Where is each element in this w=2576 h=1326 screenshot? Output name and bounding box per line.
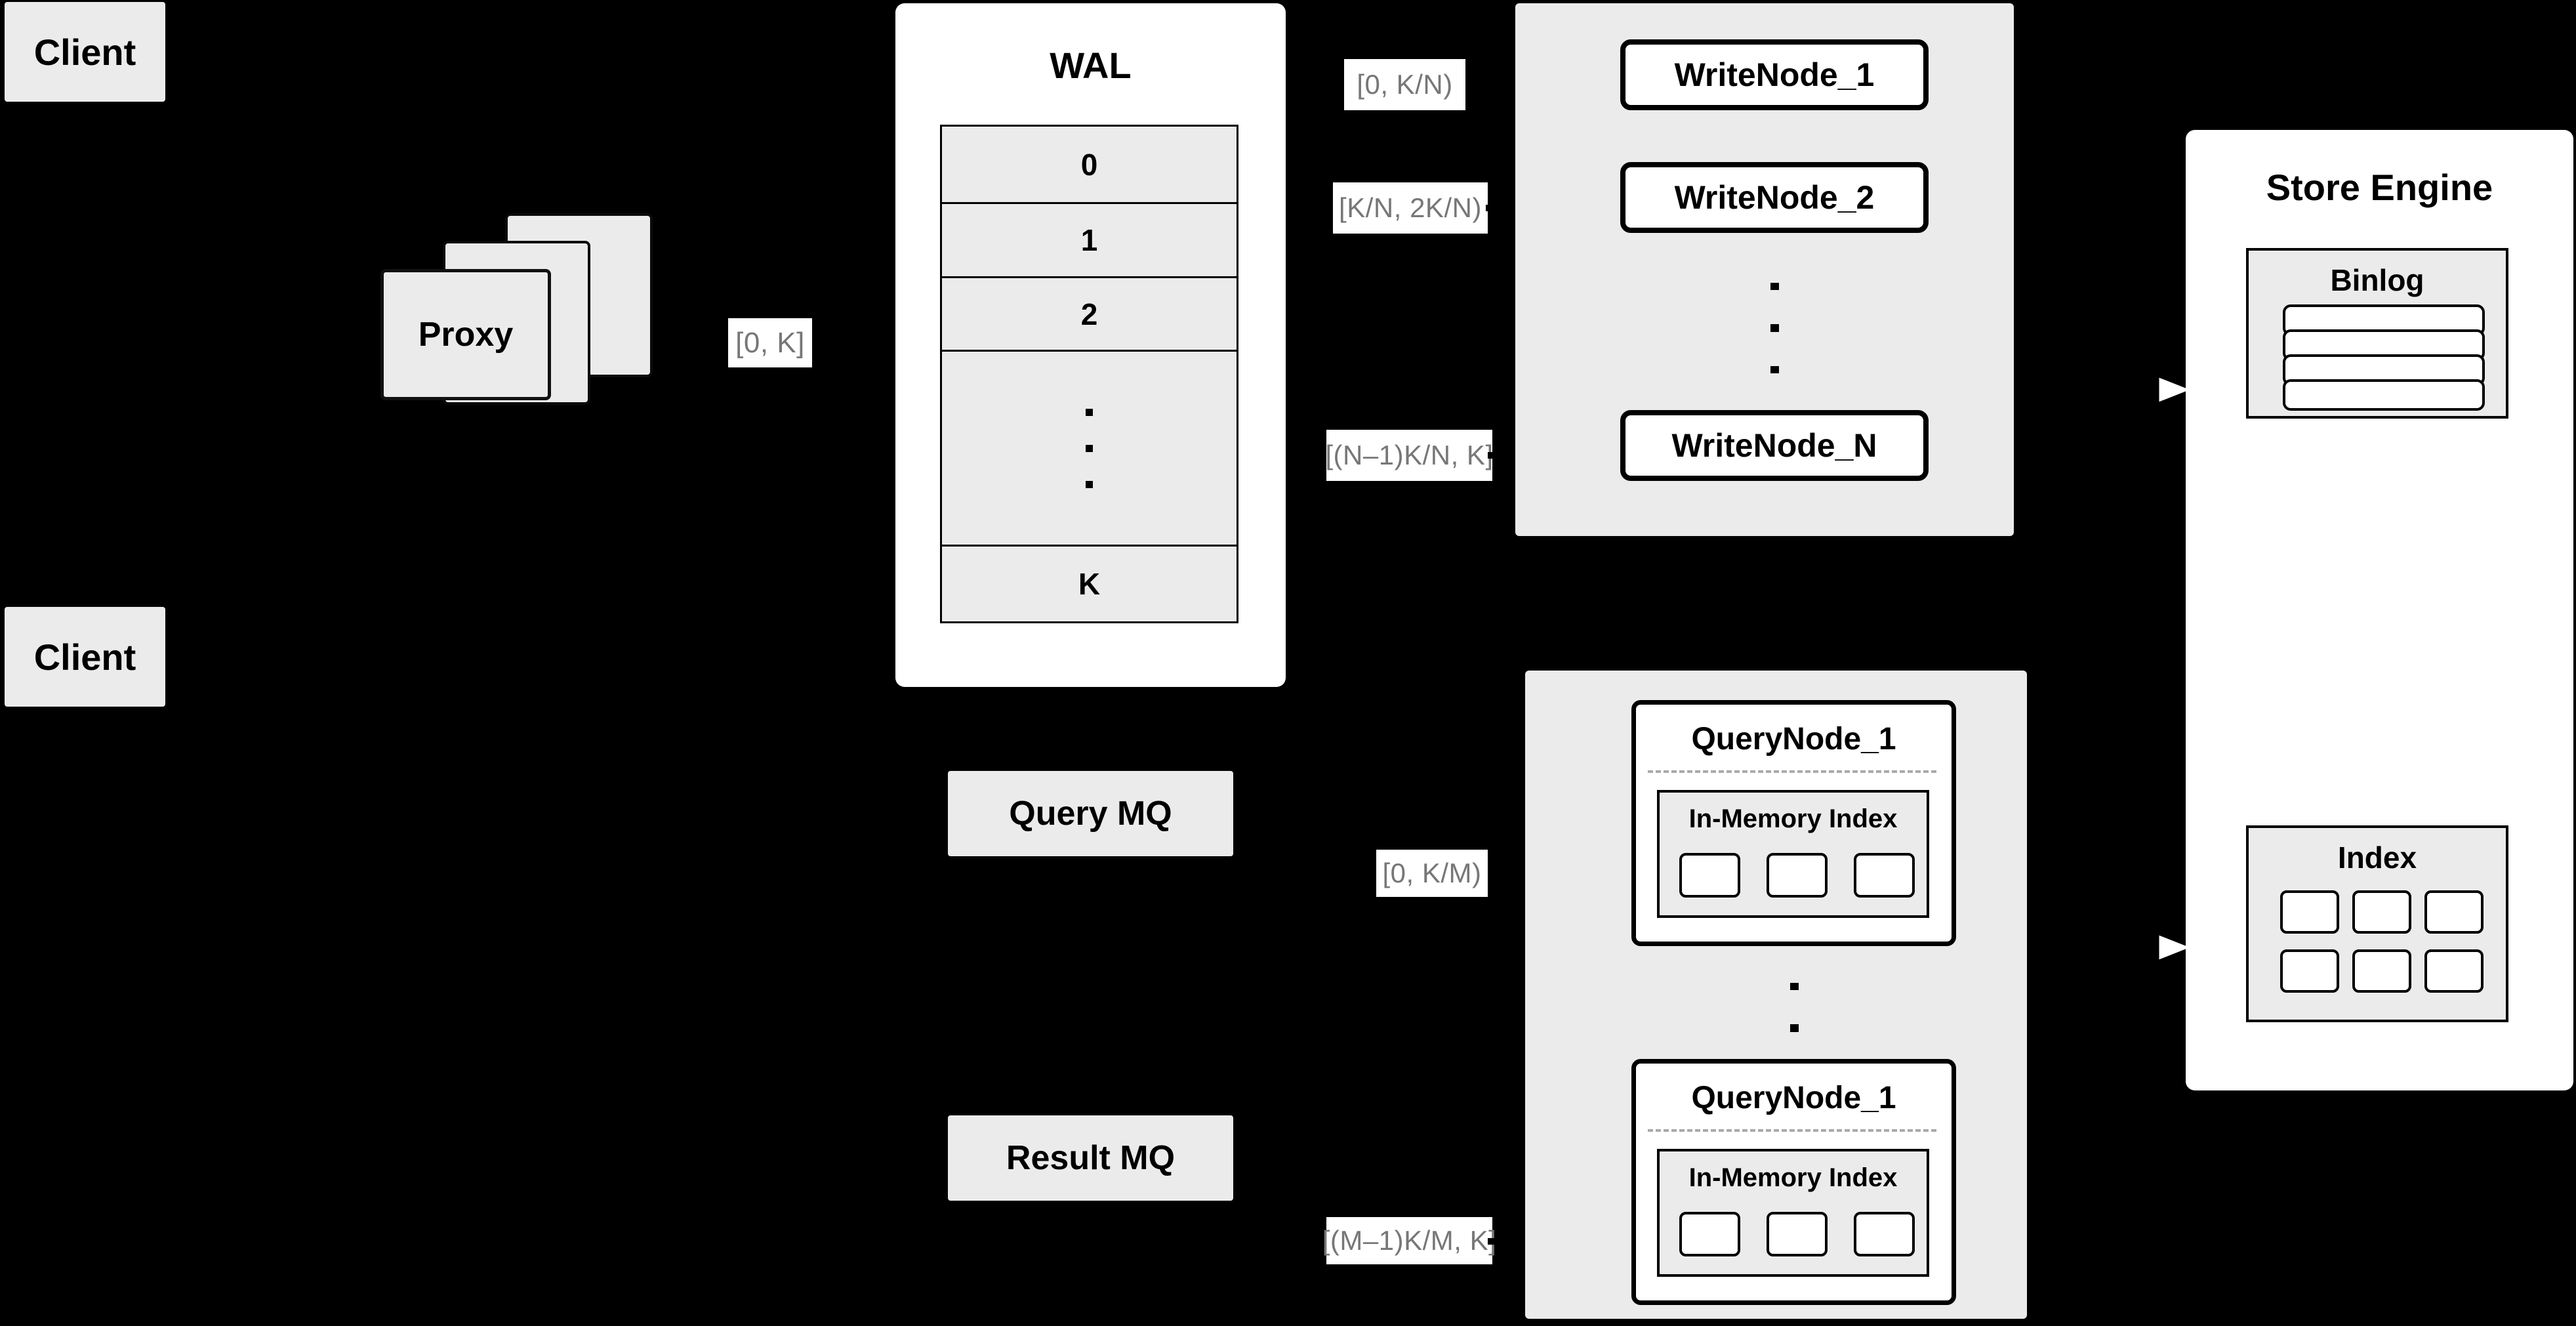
index-slot[interactable] [1854,853,1915,898]
index-slot[interactable] [2424,949,2484,993]
query-node-label: QueryNode_1 [1691,722,1896,756]
in-memory-index-m: In-Memory Index [1657,1149,1929,1277]
query-node-divider [1648,770,1936,773]
query-node-1[interactable]: QueryNode_1 In-Memory Index [1631,700,1956,946]
writenode-1-range-label: [0, K/N) [1344,59,1465,110]
result-mq-label: Result MQ [1006,1139,1176,1177]
binlog-box: Binlog [2246,248,2508,419]
wal-row[interactable]: K [1078,567,1101,601]
query-mq-label: Query MQ [1009,795,1172,833]
index-slot[interactable] [2280,890,2339,934]
result-mq-box[interactable]: Result MQ [948,1115,1233,1201]
index-slot[interactable] [1679,853,1740,898]
vertical-ellipsis-icon [1086,394,1093,503]
index-slot[interactable] [2280,949,2339,993]
proxy-to-wal-range-label: [0, K] [728,318,812,367]
store-index-title: Index [2337,840,2417,875]
open-arrow-head-icon [2156,374,2196,405]
in-memory-index-title: In-Memory Index [1688,804,1898,833]
index-slot[interactable] [1767,1212,1828,1256]
index-slot[interactable] [2352,949,2411,993]
querynode-1-range-label: [0, K/M) [1376,850,1488,897]
binlog-row[interactable] [2283,379,2485,411]
store-engine-panel: Store Engine Binlog Index [2186,130,2573,1090]
write-node-ellipsis-icon [1748,266,1801,390]
query-node-cluster-panel: QueryNode_1 In-Memory Index QueryNode_1 [1525,671,2027,1319]
index-slot[interactable] [1767,853,1828,898]
wal-row[interactable]: 1 [942,204,1237,278]
write-node-n[interactable]: WriteNode_N [1620,410,1929,481]
proxy-stack[interactable]: Proxy [380,213,669,430]
store-engine-title: Store Engine [2266,167,2493,208]
querynode-m-range-label: [(M–1)K/M, K] [1322,1217,1496,1264]
client-box-bottom[interactable]: Client [5,607,165,707]
wal-row[interactable]: 2 [942,278,1237,352]
client-box-top[interactable]: Client [5,2,165,102]
proxy-card-front[interactable]: Proxy [380,269,551,400]
client-label: Client [33,31,136,73]
write-node-1[interactable]: WriteNode_1 [1620,39,1929,110]
binlog-inbound-arrow [2122,374,2204,405]
query-node-m[interactable]: QueryNode_1 In-Memory Index [1631,1059,1956,1305]
writenode-n-range-label: [(N–1)K/N, K] [1325,430,1493,481]
wal-row-ellipsis [942,352,1237,547]
index-slot[interactable] [2352,890,2411,934]
proxy-label: Proxy [418,316,514,354]
write-node-2[interactable]: WriteNode_2 [1620,162,1929,233]
range-label-text: [0, K] [735,326,805,359]
client-label: Client [33,636,136,678]
wal-panel: WAL 0 1 2 K [895,3,1286,687]
write-node-label: WriteNode_1 [1674,56,1875,93]
in-memory-index-1: In-Memory Index [1657,790,1929,918]
index-slot[interactable] [1679,1212,1740,1256]
index-inbound-arrow [2122,932,2204,963]
index-slot[interactable] [2424,890,2484,934]
writenode-2-range-label: [K/N, 2K/N) [1333,182,1488,234]
index-slot[interactable] [1854,1212,1915,1256]
query-mq-box[interactable]: Query MQ [948,771,1233,856]
wal-entry-list: 0 1 2 K [940,125,1238,623]
wal-row[interactable]: 0 [942,127,1237,204]
write-node-cluster-panel: WriteNode_1 WriteNode_2 WriteNode_N [1515,3,2014,536]
query-node-divider [1648,1129,1936,1132]
write-node-label: WriteNode_N [1671,427,1877,464]
in-memory-index-title: In-Memory Index [1688,1163,1898,1192]
open-arrow-head-icon [2156,932,2196,963]
write-node-label: WriteNode_2 [1674,179,1875,216]
query-node-label: QueryNode_1 [1691,1081,1896,1115]
store-index-box: Index [2246,825,2508,1022]
binlog-title: Binlog [2330,263,2424,297]
wal-title: WAL [1050,45,1132,86]
